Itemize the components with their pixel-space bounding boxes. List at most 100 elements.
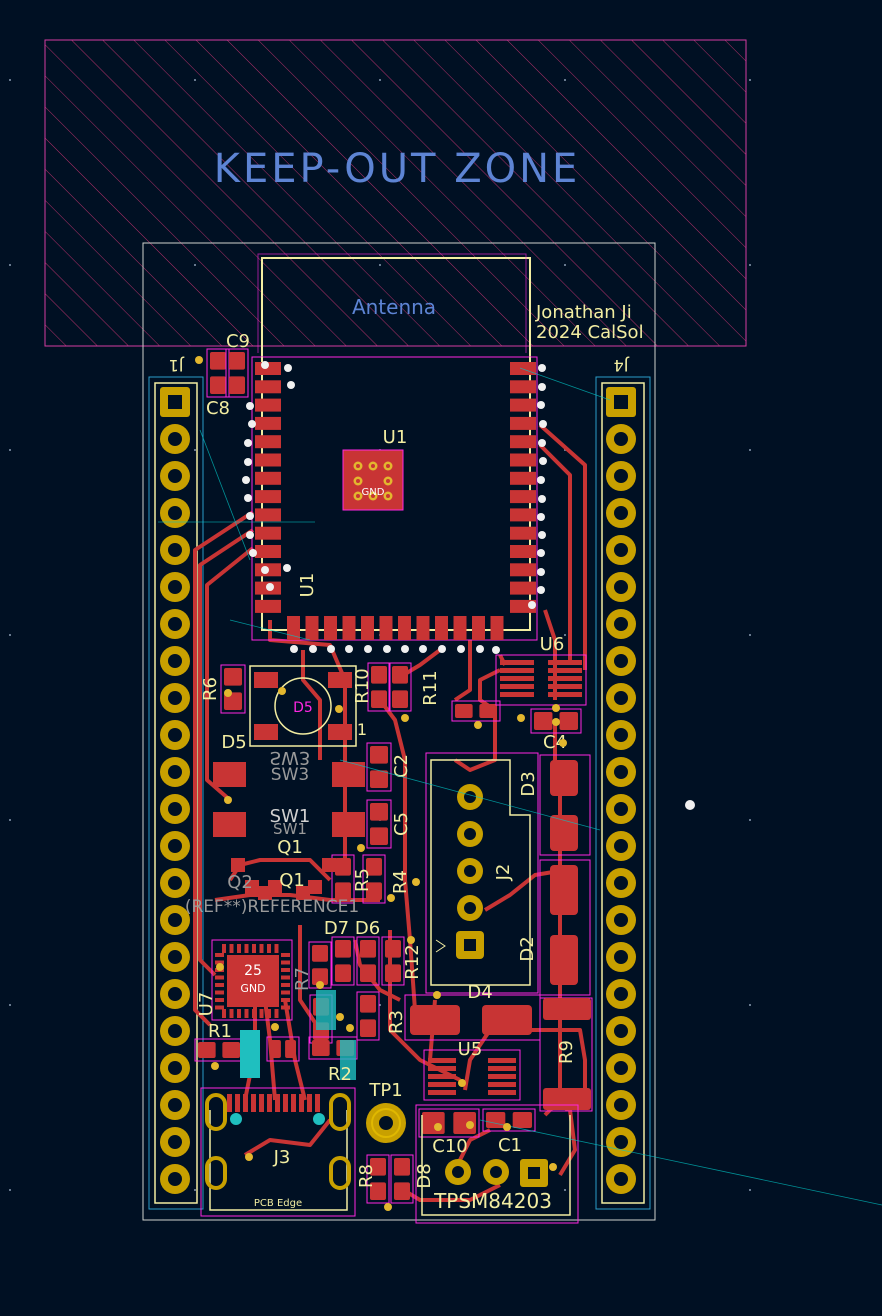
- diode-d7[interactable]: [331, 936, 355, 986]
- resistor-r9[interactable]: R9: [539, 997, 593, 1112]
- u7-pad[interactable]: [229, 1009, 234, 1018]
- u1-pad-right[interactable]: [510, 453, 536, 467]
- u1-pad-bottom[interactable]: [361, 616, 374, 640]
- pad[interactable]: [394, 1182, 410, 1200]
- fet-q3[interactable]: [451, 700, 501, 722]
- u5-pad[interactable]: [488, 1074, 516, 1079]
- u1-pad-bottom[interactable]: [287, 616, 300, 640]
- res-r5[interactable]: [331, 854, 355, 904]
- u7-pad[interactable]: [267, 1009, 271, 1018]
- pad[interactable]: [366, 858, 382, 876]
- diode-d2[interactable]: D2: [517, 859, 591, 996]
- pad[interactable]: [312, 1040, 330, 1056]
- pad[interactable]: [479, 704, 497, 718]
- pad[interactable]: [270, 1040, 281, 1058]
- res-r8[interactable]: [366, 1154, 390, 1204]
- res-r7[interactable]: [266, 1036, 300, 1062]
- pad[interactable]: [370, 746, 388, 764]
- cap-c2[interactable]: [366, 742, 392, 792]
- u1-pad-left[interactable]: [255, 508, 281, 522]
- u5-pad[interactable]: [428, 1090, 456, 1095]
- pad[interactable]: [512, 1112, 532, 1128]
- pad[interactable]: [335, 940, 351, 958]
- pad[interactable]: [210, 352, 226, 370]
- u7-pad[interactable]: [215, 983, 224, 987]
- res-r4[interactable]: [362, 854, 386, 904]
- u7-pad[interactable]: [215, 1005, 224, 1010]
- pad[interactable]: [422, 1112, 445, 1134]
- u7-pad[interactable]: [252, 944, 256, 953]
- pad[interactable]: [392, 690, 408, 708]
- u6-pad[interactable]: [548, 692, 582, 697]
- u1-ground-pad[interactable]: [342, 449, 404, 511]
- u1-pad-bottom[interactable]: [324, 616, 337, 640]
- pad[interactable]: [366, 882, 382, 900]
- u1-pad-right[interactable]: [510, 398, 536, 412]
- u1-pad-right[interactable]: [510, 563, 536, 577]
- u1-pad-left[interactable]: [255, 490, 281, 504]
- u7-pad[interactable]: [244, 944, 249, 953]
- u1-pad-left[interactable]: [255, 526, 281, 540]
- pad[interactable]: [455, 704, 473, 718]
- pad[interactable]: [559, 712, 578, 730]
- u1-pad-right[interactable]: [510, 545, 536, 558]
- cap-c9[interactable]: [225, 348, 249, 398]
- u1-pad-right[interactable]: [510, 435, 536, 449]
- diode-d4[interactable]: D4: [404, 982, 541, 1041]
- ic-u7[interactable]: 25 GND U7: [196, 939, 293, 1021]
- usb-pad[interactable]: [243, 1094, 248, 1112]
- u7-pad[interactable]: [215, 990, 224, 995]
- pad[interactable]: [370, 803, 388, 821]
- pad[interactable]: [285, 1040, 296, 1058]
- u6-pad[interactable]: [500, 684, 534, 689]
- transistor-pad[interactable]: [296, 886, 310, 900]
- switch-sw3[interactable]: SW3 SW3: [213, 747, 365, 787]
- u7-pad[interactable]: [281, 998, 290, 1002]
- usb-pad[interactable]: [299, 1094, 304, 1112]
- u7-pad[interactable]: [281, 983, 290, 987]
- u7-pad[interactable]: [259, 1009, 264, 1018]
- ic-u6[interactable]: U6: [495, 634, 587, 706]
- usb-pad[interactable]: [283, 1094, 288, 1112]
- pad[interactable]: [335, 882, 351, 900]
- u1-pad-right[interactable]: [510, 362, 536, 375]
- u6-pad[interactable]: [548, 660, 582, 665]
- u7-pad[interactable]: [267, 944, 271, 953]
- u6-pad[interactable]: [548, 676, 582, 681]
- pad[interactable]: [210, 376, 226, 394]
- pad[interactable]: [385, 940, 401, 958]
- u5-pad[interactable]: [488, 1090, 516, 1095]
- u1-pad-bottom[interactable]: [379, 616, 393, 640]
- u1-pad-left[interactable]: [255, 435, 281, 449]
- u5-pad[interactable]: [488, 1058, 516, 1063]
- usb-pad[interactable]: [227, 1094, 232, 1112]
- connector-j2[interactable]: J2: [425, 752, 539, 994]
- u7-pad[interactable]: [281, 990, 290, 995]
- pad[interactable]: [229, 376, 245, 394]
- pad[interactable]: [371, 690, 387, 708]
- u1-pad-right[interactable]: [510, 526, 536, 540]
- u6-pad[interactable]: [500, 692, 534, 697]
- pad[interactable]: [312, 968, 328, 985]
- res-r1[interactable]: [194, 1038, 244, 1062]
- cap-c8[interactable]: [206, 348, 230, 398]
- u7-pad[interactable]: [259, 944, 264, 953]
- usb-pad[interactable]: [315, 1094, 320, 1112]
- u1-pad-left[interactable]: [255, 599, 281, 613]
- transistor-pad[interactable]: [322, 858, 336, 872]
- teal-pad-right[interactable]: [340, 1040, 356, 1080]
- u1-pad-left[interactable]: [255, 471, 281, 485]
- teal-pad-mid[interactable]: [316, 990, 336, 1030]
- res-r3[interactable]: [356, 991, 380, 1041]
- board-edge[interactable]: [142, 242, 656, 1221]
- usb-pad[interactable]: [251, 1094, 256, 1112]
- u1-pad-left[interactable]: [255, 380, 281, 394]
- teal-pad-left[interactable]: [240, 1030, 260, 1078]
- u1-pad-bottom[interactable]: [435, 616, 448, 640]
- transistor-pad[interactable]: [268, 880, 282, 894]
- u5-pad[interactable]: [428, 1058, 456, 1063]
- pad[interactable]: [370, 1158, 386, 1176]
- transistor-pad[interactable]: [308, 880, 322, 894]
- u1-pad-right[interactable]: [510, 581, 536, 595]
- pad[interactable]: [370, 827, 388, 845]
